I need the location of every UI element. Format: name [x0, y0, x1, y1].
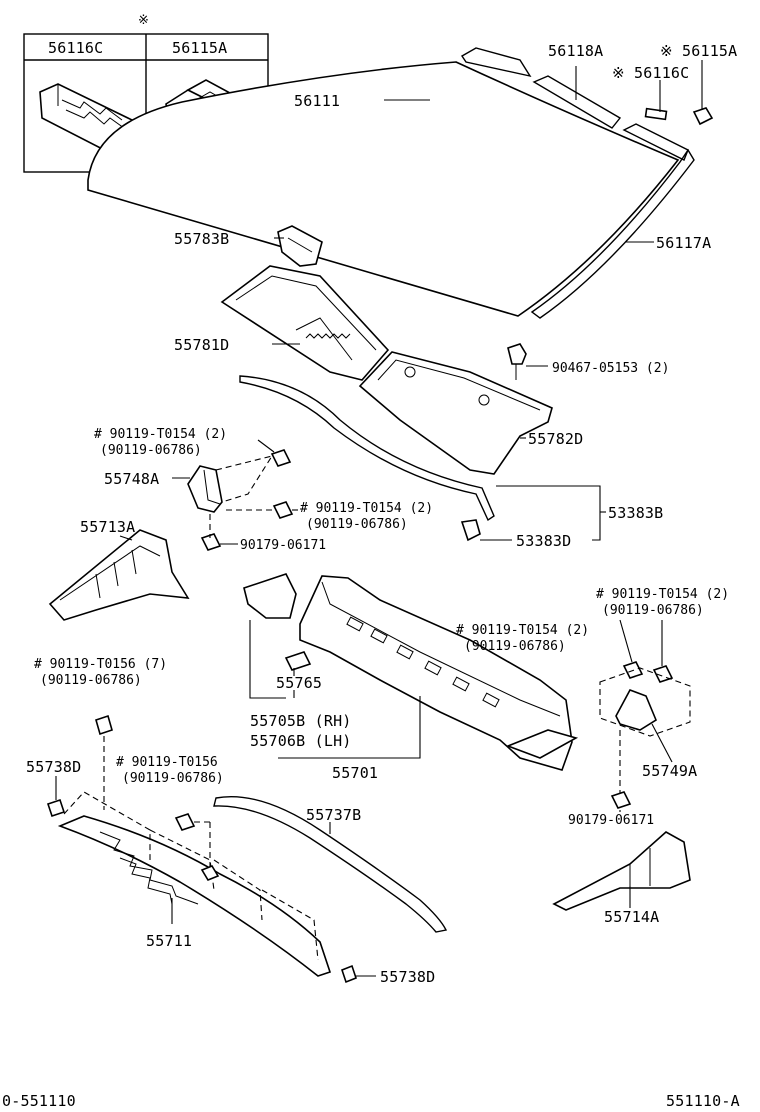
label-56118a: 56118A [548, 42, 603, 60]
label-90179-left: 90179-06171 [240, 538, 326, 553]
footer-left-code: 0-551110 [2, 1092, 76, 1110]
clip-55738d-bottom [341, 964, 357, 984]
bolt-90119-t0156-b [174, 813, 196, 831]
label-55781d: 55781D [174, 336, 229, 354]
lower-cowl-group [46, 714, 448, 984]
label-bolt2-b: (90119-06786) [306, 517, 408, 532]
label-55713a: 55713A [80, 518, 135, 536]
part-55783b [277, 225, 323, 267]
clip-90467 [507, 343, 527, 365]
part-55713a [48, 529, 190, 621]
label-bolt3-b: (90119-06786) [464, 639, 566, 654]
label-55711: 55711 [146, 932, 192, 950]
label-55701: 55701 [332, 764, 378, 782]
label-55737b: 55737B [306, 806, 361, 824]
label-55782d: 55782D [528, 430, 583, 448]
bolt-lower-left [272, 501, 294, 519]
label-55714a: 55714A [604, 908, 659, 926]
clip-55738d-top [46, 798, 66, 818]
label-bolt2-a: # 90119-T0154 (2) [300, 501, 433, 516]
label-56111: 56111 [294, 92, 340, 110]
clip-53383d [460, 519, 481, 542]
part-56115a [692, 107, 714, 126]
label-55705b: 55705B (RH) [250, 712, 352, 730]
label-bolt4-a: # 90119-T0154 (2) [596, 587, 729, 602]
right-bracket-group [552, 619, 691, 911]
label-55706b: 55706B (LH) [250, 732, 352, 750]
label-56117a: 56117A [656, 234, 711, 252]
left-bracket-group [48, 439, 298, 621]
windshield-glass [87, 61, 680, 317]
nut-90179-left [200, 533, 222, 551]
label-bolt6-b: (90119-06786) [122, 771, 224, 786]
part-55749a [615, 689, 657, 731]
label-bolt1-a: # 90119-T0154 (2) [94, 427, 227, 442]
nut-90179-right [610, 791, 632, 809]
label-55738d-bottom: 55738D [380, 968, 435, 986]
bolt-upper-left [270, 449, 292, 467]
table-col2-label: 56115A [172, 39, 227, 57]
label-bolt5-b: (90119-06786) [40, 673, 142, 688]
part-55748a [187, 465, 223, 513]
table-note-mark: ※ [138, 13, 149, 28]
molding-56117a [530, 148, 695, 319]
part-55765 [284, 651, 312, 671]
part-55782d [358, 351, 553, 475]
table-col1-label: 56116C [48, 39, 103, 57]
seal-53383b [239, 375, 495, 522]
part-55705b [243, 573, 297, 619]
label-53383b: 53383B [608, 504, 663, 522]
label-55765: 55765 [276, 674, 322, 692]
label-90179-right: 90179-06171 [568, 813, 654, 828]
label-56116c-note: ※ 56116C [612, 64, 689, 82]
label-55748a: 55748A [104, 470, 159, 488]
cowl-panel-group [243, 573, 579, 771]
label-55749a: 55749A [642, 762, 697, 780]
seal-55737b [213, 795, 448, 933]
label-bolt1-b: (90119-06786) [100, 443, 202, 458]
bolt-90119-t0156 [95, 714, 113, 736]
part-56116c [644, 107, 668, 121]
label-bolt5-a: # 90119-T0156 (7) [34, 657, 167, 672]
label-bolt3-a: # 90119-T0154 (2) [456, 623, 589, 638]
part-55781d [220, 265, 390, 381]
footer-right-code: 551110-A [666, 1092, 740, 1110]
label-bolt6-a: # 90119-T0156 [116, 755, 218, 770]
label-56115a-note: ※ 56115A [660, 42, 737, 60]
molding-56118a [532, 75, 622, 129]
windshield-group [87, 47, 714, 319]
label-bolt4-b: (90119-06786) [602, 603, 704, 618]
label-55738d-top: 55738D [26, 758, 81, 776]
part-55711 [57, 815, 332, 977]
label-55783b: 55783B [174, 230, 229, 248]
part-55714a [552, 831, 691, 911]
cowl-louvers-group [220, 225, 606, 542]
label-53383d: 53383D [516, 532, 571, 550]
label-90467: 90467-05153 (2) [552, 361, 669, 376]
